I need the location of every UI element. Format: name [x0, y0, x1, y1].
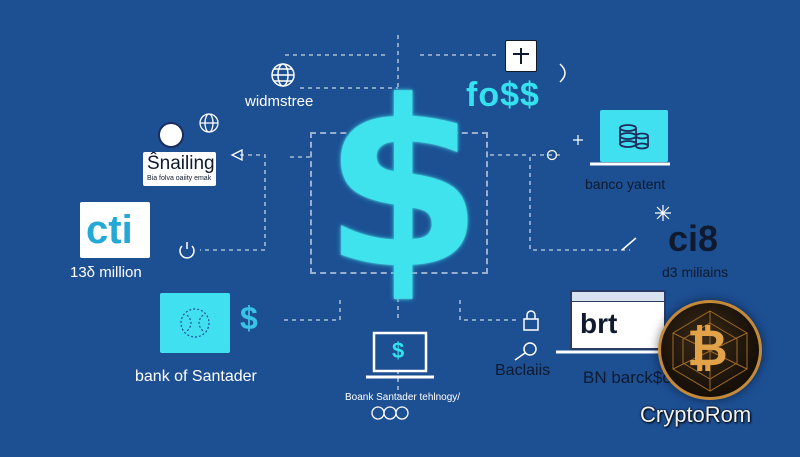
nailing-card: Ŝnailing Bia folva oaiity emak: [143, 152, 216, 186]
nailing-title: Ŝnailing: [147, 153, 215, 174]
million-label: 13δ million: [70, 264, 142, 281]
magnifier-icon: [514, 342, 537, 361]
globe-icon-small: [199, 113, 219, 133]
browser-bar: [572, 292, 664, 302]
coin-stack-icon: [619, 124, 649, 150]
wheat-icon: [180, 308, 210, 338]
plus-card: [505, 40, 537, 72]
ci8-logo: ci8: [668, 218, 719, 259]
dot-icon: [573, 135, 583, 145]
card-base: [556, 350, 676, 354]
big-dollar-icon: $: [322, 53, 484, 320]
lock-icon: [546, 149, 558, 161]
milhoes-label: d3 miliains: [662, 264, 729, 280]
santander-tile: [160, 293, 230, 353]
banco-label: banco yatent: [585, 176, 666, 192]
foso-logo: fo$$: [466, 76, 540, 114]
bitcoin-pattern: [672, 310, 748, 392]
banco-tile: [600, 110, 668, 162]
pen-icon: [621, 237, 637, 251]
baclaiis-label: Baclaiis: [495, 362, 551, 379]
cti-card: cti: [80, 202, 150, 258]
widmstree-label: widmstree: [245, 93, 314, 110]
lock-icon-2: [523, 310, 539, 331]
power-icon: [179, 242, 195, 259]
bn-label: BN barck$old: [583, 368, 686, 387]
cryptorom-label: CryptoRom: [640, 402, 752, 427]
cti-logo: cti: [86, 208, 133, 252]
brt-card: brt: [570, 290, 666, 350]
sparkle-icon: [655, 205, 671, 221]
nailing-badge: [158, 122, 184, 148]
brt-logo: brt: [580, 308, 618, 339]
tile-base: [590, 162, 670, 166]
globe-icon: [271, 63, 295, 87]
coins-icon: [371, 406, 409, 420]
signal-icon: [559, 63, 566, 83]
tech-label: Boank Santader tehlnogy/: [345, 392, 461, 403]
dollar-frame: [310, 132, 488, 274]
small-dollar-icon: $: [240, 300, 258, 336]
nailing-subtitle: Bia folva oaiity emak: [147, 175, 212, 182]
bitcoin-icon: ₿: [658, 300, 762, 400]
bitcoin-symbol: ₿: [687, 320, 728, 376]
santander-label: bank of Santader: [135, 368, 257, 385]
arrow-icon: [230, 148, 243, 162]
laptop-icon: [366, 331, 434, 379]
laptop-dollar: $: [392, 338, 405, 363]
plus-icon: [513, 48, 529, 64]
